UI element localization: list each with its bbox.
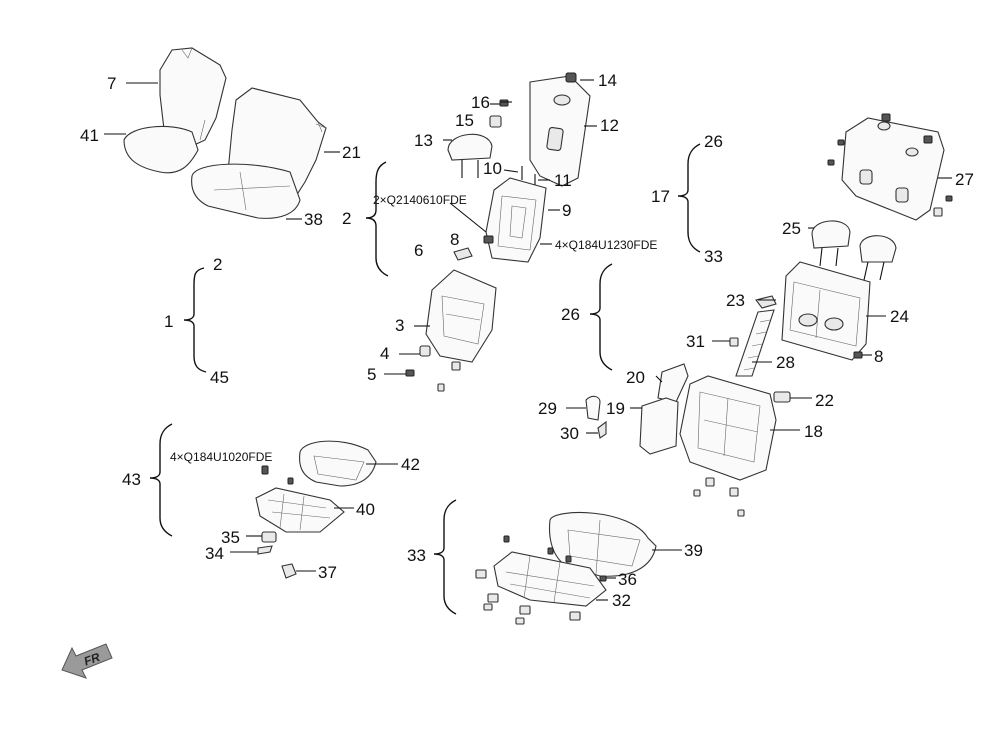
callout-20: 20 <box>626 368 645 387</box>
fastener-code-4x-a: 4×Q184U1230FDE <box>555 238 657 252</box>
callout-15: 15 <box>455 111 474 130</box>
cover-group-overview: 7 41 21 38 <box>80 47 361 229</box>
callout-27: 27 <box>955 170 974 189</box>
seatback-pad-3 <box>425 269 497 363</box>
rear-seatback-pad-18 <box>679 375 777 481</box>
front-seatback-assembly: 2 2×Q2140610FDE <box>342 71 657 392</box>
rear-cushion-pad-39 <box>548 512 657 577</box>
callout-40: 40 <box>356 500 375 519</box>
rear-seatback-frame <box>781 261 871 361</box>
clip-4 <box>419 345 431 357</box>
callout-11: 11 <box>554 171 572 190</box>
callout-6: 6 <box>414 241 423 260</box>
callout-16: 16 <box>471 93 490 112</box>
clip-36 <box>599 575 607 582</box>
callout-41: 41 <box>80 126 99 145</box>
bracket-6 <box>453 247 473 261</box>
callout-38: 38 <box>304 210 323 229</box>
assembly-brace-1: 1 2 45 <box>164 255 229 387</box>
callout-28: 28 <box>776 353 795 372</box>
rear-seatback-back-panel <box>841 117 945 221</box>
trim-29 <box>585 395 601 421</box>
callout-13: 13 <box>414 131 433 150</box>
clip-15 <box>489 115 502 128</box>
callout-37: 37 <box>318 563 337 582</box>
callout-10: 10 <box>483 159 502 178</box>
callout-18: 18 <box>804 422 823 441</box>
callout-31: 31 <box>686 332 705 351</box>
clip-37 <box>281 563 297 579</box>
seatback-frame <box>485 177 547 263</box>
callout-21: 21 <box>342 143 361 162</box>
callout-8a: 8 <box>450 230 459 249</box>
callout-1-sub-45: 45 <box>210 368 229 387</box>
clip-31 <box>729 337 739 347</box>
callout-23: 23 <box>726 291 745 310</box>
fr-arrow-icon <box>61 643 113 679</box>
screw-16 <box>499 99 509 107</box>
front-cushion-pad-42 <box>298 440 377 487</box>
callout-29: 29 <box>538 399 557 418</box>
screw-5 <box>405 369 415 377</box>
callout-3: 3 <box>395 316 404 335</box>
callout-25: 25 <box>782 219 801 238</box>
callout-8b: 8 <box>874 347 883 366</box>
callout-32: 32 <box>612 591 631 610</box>
callout-36: 36 <box>618 570 637 589</box>
callout-14: 14 <box>598 71 617 90</box>
front-cushion-assembly: 43 4×Q184U1020FDE 42 40 35 34 37 <box>122 423 420 582</box>
rear-cushion-assembly: 33 39 36 32 <box>407 499 703 625</box>
callout-24: 24 <box>890 307 909 326</box>
callout-1: 1 <box>164 312 173 331</box>
callout-1-sub-2: 2 <box>213 255 222 274</box>
headrest-25a <box>811 220 851 249</box>
callout-26: 26 <box>561 305 580 324</box>
callout-4: 4 <box>380 344 389 363</box>
callout-39: 39 <box>684 541 703 560</box>
bracket-8b <box>853 351 863 359</box>
callout-9: 9 <box>562 201 571 220</box>
fastener-code-4x-b: 4×Q184U1020FDE <box>170 450 272 464</box>
clip-35 <box>261 531 277 543</box>
rear-seatback-assembly: 17 26 33 <box>651 113 974 377</box>
callout-2: 2 <box>342 209 351 228</box>
fr-label: FR <box>82 650 102 669</box>
callout-17-sub-26: 26 <box>704 132 723 151</box>
callout-5: 5 <box>367 365 376 384</box>
clip-14 <box>565 72 577 83</box>
front-cushion-cover <box>123 125 199 174</box>
rear-cushion-cover <box>191 163 301 219</box>
front-seatback-cover <box>159 47 227 147</box>
bracket-23 <box>755 295 777 309</box>
headrest-13 <box>447 133 493 161</box>
bracket-8a <box>483 235 494 244</box>
callout-17: 17 <box>651 187 670 206</box>
callout-33: 33 <box>407 546 426 565</box>
callout-19: 19 <box>606 399 625 418</box>
front-cushion-frame-40 <box>255 487 345 533</box>
armrest-part-20 <box>657 363 689 403</box>
mesh-panel-28 <box>735 309 775 377</box>
clip-34 <box>257 545 273 555</box>
bracket-22 <box>773 391 791 403</box>
rear-seatback-pad-assembly: 26 20 22 29 19 18 30 <box>538 263 834 517</box>
callout-7: 7 <box>107 74 116 93</box>
headrest-25b <box>859 235 897 263</box>
clip-30 <box>597 420 607 439</box>
front-direction-arrow: FR <box>61 643 113 679</box>
armrest-19 <box>639 397 679 455</box>
callout-17-sub-33: 33 <box>704 247 723 266</box>
callout-35: 35 <box>221 528 240 547</box>
callout-42: 42 <box>401 455 420 474</box>
callout-43: 43 <box>122 470 141 489</box>
callout-30: 30 <box>560 424 579 443</box>
fastener-code-2x: 2×Q2140610FDE <box>373 193 467 207</box>
callout-34: 34 <box>205 544 224 563</box>
callout-22: 22 <box>815 391 834 410</box>
callout-12: 12 <box>600 116 619 135</box>
